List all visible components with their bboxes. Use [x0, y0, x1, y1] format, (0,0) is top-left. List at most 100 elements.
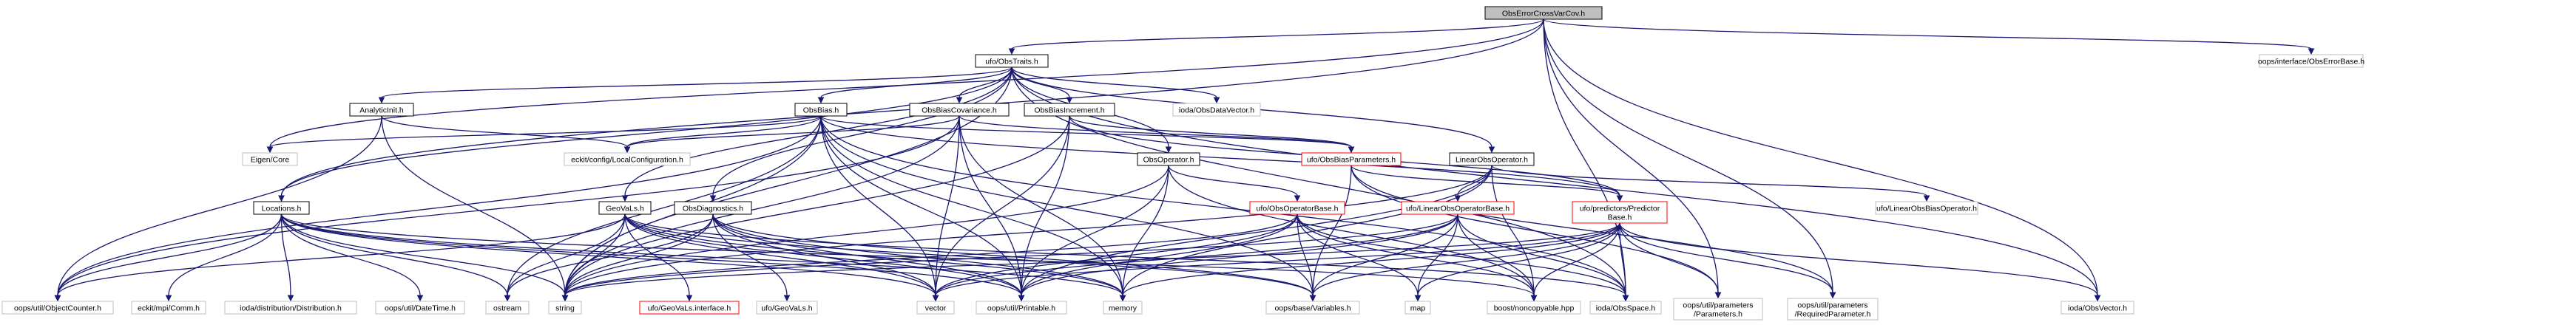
node-iodaobsspace[interactable]: ioda/ObsSpace.h: [1589, 301, 1662, 315]
node-memory[interactable]: memory: [1103, 301, 1143, 315]
edge-root-to-parameters: [1543, 18, 1722, 299]
node-linearobsopbase[interactable]: ufo/LinearObsOperatorBase.h: [1401, 201, 1515, 215]
edge-obsbias-to-localconfig: [623, 115, 822, 154]
edge-obstraits-to-analyticinit: [378, 66, 1013, 104]
node-label: oops/util/ObjectCounter.h: [14, 304, 101, 313]
node-label: ufo/GeoVaLs.interface.h: [648, 304, 731, 313]
edge-geovals-to-printable: [624, 213, 1025, 302]
node-iodaobsvector[interactable]: ioda/ObsVector.h: [2061, 301, 2134, 315]
edge-linearobsopbase-to-iodaobsspace: [1457, 213, 1629, 302]
graph-nodes: ObsErrorCrossVarCov.h ufo/ObsTraits.h oops…: [1, 6, 2364, 321]
edge-predictorbase-to-memory: [1119, 222, 1620, 302]
node-locations[interactable]: Locations.h: [253, 201, 310, 215]
edge-obsbias-to-eigencore: [266, 115, 822, 154]
node-noncopyable[interactable]: boost/noncopyable.hpp: [1487, 301, 1581, 315]
node-geovalsinterface[interactable]: ufo/GeoVaLs.interface.h: [639, 301, 740, 315]
node-label: ioda/distribution/Distribution.h: [240, 304, 342, 313]
edge-linearobsop-to-ufolinearobsbiasop: [1491, 165, 1930, 202]
node-label: ObsBias.h: [803, 106, 839, 115]
node-label: Base.h: [1608, 213, 1632, 222]
edge-locations-to-eckitcomm: [165, 213, 283, 302]
edge-obsdiagnostics-to-vector: [712, 213, 939, 302]
edge-analyticinit-to-objectcounter: [54, 115, 382, 302]
edge-root-to-iodaobsspace: [1543, 18, 1629, 302]
node-label: ObsDiagnostics.h: [683, 205, 743, 213]
node-obserrorbase[interactable]: oops/interface/ObsErrorBase.h: [2258, 54, 2364, 68]
node-obsbias[interactable]: ObsBias.h: [794, 103, 848, 117]
node-label: eckit/config/LocalConfiguration.h: [571, 156, 683, 165]
node-objectcounter[interactable]: oops/util/ObjectCounter.h: [1, 301, 114, 315]
node-obsbiasinc[interactable]: ObsBiasIncrement.h: [1024, 103, 1115, 117]
node-ufolinearobsbiasop[interactable]: ufo/LinearObsBiasOperator.h: [1875, 201, 1978, 215]
edge-obstraits-to-obsdiagnostics: [709, 66, 1013, 202]
node-root[interactable]: ObsErrorCrossVarCov.h: [1484, 6, 1603, 20]
node-label: Locations.h: [262, 205, 302, 213]
node-localconfig[interactable]: eckit/config/LocalConfiguration.h: [564, 152, 691, 166]
node-obsoperatorbase[interactable]: ufo/ObsOperatorBase.h: [1249, 201, 1345, 215]
edge-predictorbase-to-iodaobsspace: [1619, 222, 1629, 302]
edge-predictorbase-to-iodaobsvector: [1619, 222, 2101, 302]
node-ostream[interactable]: ostream: [485, 301, 530, 315]
edge-obstraits-to-obsbias: [817, 66, 1013, 104]
node-label: vector: [925, 304, 947, 313]
node-label: /RequiredParameter.h: [1795, 310, 1871, 319]
edge-linearobsopbase-to-variables: [1309, 213, 1458, 302]
node-obstraits[interactable]: ufo/ObsTraits.h: [975, 54, 1049, 68]
edge-obsoperatorbase-to-printable: [1018, 213, 1298, 302]
node-label: memory: [1109, 304, 1137, 313]
node-label: ufo/ObsTraits.h: [985, 58, 1038, 66]
edge-obsdiagnostics-to-variables: [712, 213, 1316, 302]
node-label: ufo/predictors/Predictor: [1580, 205, 1660, 213]
edge-predictorbase-to-noncopyable: [1530, 222, 1620, 302]
node-label: map: [1410, 304, 1426, 313]
node-map[interactable]: map: [1404, 301, 1431, 315]
node-obsbiasparams[interactable]: ufo/ObsBiasParameters.h: [1301, 152, 1402, 166]
node-obsdiagnostics[interactable]: ObsDiagnostics.h: [674, 201, 752, 215]
node-iodaobsdatavector[interactable]: ioda/ObsDataVector.h: [1172, 103, 1261, 117]
node-label: ufo/LinearObsOperatorBase.h: [1406, 205, 1510, 213]
node-datetime[interactable]: oops/util/DateTime.h: [375, 301, 465, 315]
node-eigencore[interactable]: Eigen/Core: [242, 152, 298, 166]
edge-root-to-obserrorbase: [1543, 18, 2315, 55]
edge-locations-to-ostream: [280, 213, 511, 302]
edge-obstraits-to-locations: [278, 66, 1013, 202]
edge-geovals-to-objectcounter: [54, 213, 626, 302]
node-parameters[interactable]: oops/util/parameters/Parameters.h: [1673, 298, 1763, 321]
node-string[interactable]: string: [548, 301, 582, 315]
node-eckitcomm[interactable]: eckit/mpi/Comm.h: [131, 301, 206, 315]
node-ufogeovals[interactable]: ufo/GeoVaLs.h: [756, 301, 818, 315]
node-label: ObsErrorCrossVarCov.h: [1502, 10, 1585, 18]
node-geovals[interactable]: GeoVaLs.h: [598, 201, 652, 215]
edge-locations-to-datetime: [280, 213, 424, 302]
edge-obsbiasparams-to-predictorbase: [1350, 165, 1623, 202]
node-requiredparameter[interactable]: oops/util/parameters/RequiredParameter.h: [1787, 298, 1879, 321]
edge-predictorbase-to-map: [1414, 222, 1620, 302]
node-printable[interactable]: oops/util/Printable.h: [976, 301, 1067, 315]
node-label: ufo/ObsOperatorBase.h: [1257, 205, 1339, 213]
node-label: ioda/ObsVector.h: [2068, 304, 2127, 313]
edge-predictorbase-to-variables: [1309, 222, 1620, 302]
edge-locations-to-distribution: [280, 213, 294, 302]
edge-predictorbase-to-vector: [932, 222, 1620, 302]
edge-obsdiagnostics-to-ufogeovals: [712, 213, 791, 302]
edge-predictorbase-to-string: [561, 222, 1620, 302]
edge-locations-to-vector: [280, 213, 939, 302]
node-label: oops/util/parameters: [1797, 301, 1867, 310]
edge-obsbias-to-obsbiasparams: [820, 115, 1355, 154]
edge-obsoperator-to-obsoperatorbase: [1168, 165, 1301, 202]
edge-obsoperator-to-memory: [1119, 165, 1169, 302]
node-label: ufo/ObsBiasParameters.h: [1307, 156, 1396, 165]
node-vector[interactable]: vector: [916, 301, 955, 315]
node-label: ObsOperator.h: [1143, 156, 1194, 165]
node-label: GeoVaLs.h: [606, 205, 644, 213]
node-linearobsop[interactable]: LinearObsOperator.h: [1449, 152, 1535, 166]
node-obsbiascov[interactable]: ObsBiasCovariance.h: [909, 103, 1010, 117]
node-distribution[interactable]: ioda/distribution/Distribution.h: [224, 301, 357, 315]
edge-root-to-obstraits: [1008, 18, 1544, 55]
node-variables[interactable]: oops/base/Variables.h: [1265, 301, 1360, 315]
edge-locations-to-objectcounter: [54, 213, 283, 302]
node-obsoperator[interactable]: ObsOperator.h: [1137, 152, 1200, 166]
node-analyticinit[interactable]: AnalyticInit.h: [349, 103, 414, 117]
